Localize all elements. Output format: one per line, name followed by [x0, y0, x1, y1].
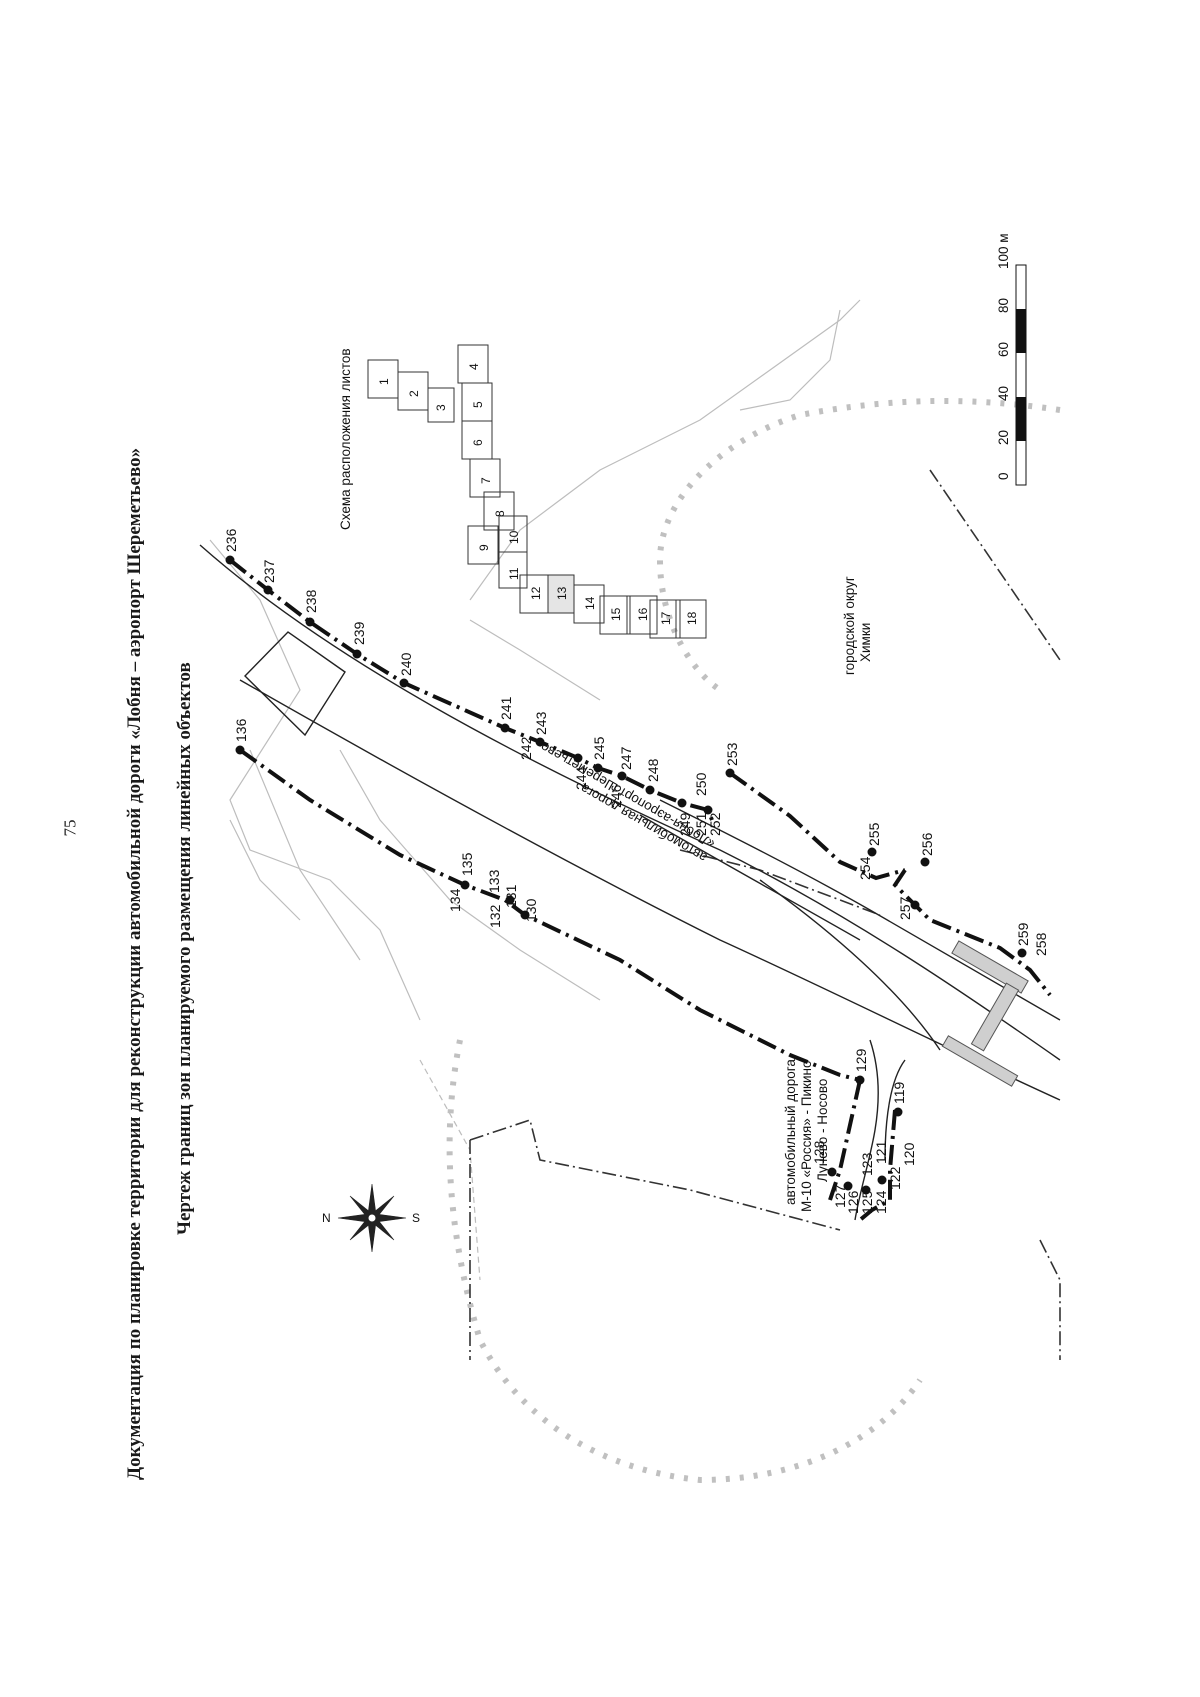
point-label: 243 [533, 711, 549, 735]
svg-text:5: 5 [471, 401, 485, 408]
svg-text:2: 2 [407, 390, 421, 397]
point-label: 121 [873, 1140, 889, 1164]
compass-rose: N S [322, 1183, 420, 1253]
road-edges [199, 544, 1061, 1221]
svg-text:4: 4 [467, 363, 481, 370]
svg-text:0: 0 [996, 472, 1011, 480]
svg-text:3: 3 [434, 404, 448, 411]
point-label: 130 [523, 898, 539, 922]
point-label: 127 [832, 1184, 848, 1208]
point-label: 241 [498, 696, 514, 720]
point-label: 131 [503, 884, 519, 908]
svg-text:9: 9 [477, 544, 491, 551]
point-label: 244 [573, 766, 589, 790]
district-label: городской округ Химки [842, 576, 873, 675]
district-boundary-arc [656, 397, 1061, 693]
svg-text:Лунево - Носово: Лунево - Носово [815, 1079, 830, 1182]
svg-text:7: 7 [479, 477, 493, 484]
point-label: 255 [866, 822, 882, 846]
point-label: 120 [901, 1142, 917, 1166]
point-label: 252 [707, 812, 723, 836]
background-lines [209, 299, 861, 1281]
point-label: 251 [693, 812, 709, 836]
point-label: 122 [887, 1166, 903, 1190]
svg-text:1: 1 [377, 378, 391, 385]
svg-text:17: 17 [659, 611, 673, 625]
svg-text:12: 12 [529, 586, 543, 600]
svg-text:Химки: Химки [858, 623, 873, 662]
point-label: 246 [608, 784, 624, 808]
scale-bar: 0 20 40 60 80 100 м [996, 233, 1027, 486]
svg-text:18: 18 [685, 611, 699, 625]
point-label: 254 [857, 856, 873, 880]
point-label: 132 [487, 904, 503, 928]
svg-text:автомобильный дорога: автомобильный дорога [783, 1059, 798, 1205]
svg-text:N: N [322, 1211, 331, 1225]
point-label: 259 [1015, 922, 1031, 946]
point-label: 236 [223, 528, 239, 552]
point-label: 119 [891, 1081, 907, 1104]
point-label: 242 [518, 736, 534, 760]
document-subtitle: Чертеж границ зон планируемого размещени… [174, 662, 195, 1235]
point-label: 250 [693, 772, 709, 796]
point-label: 134 [447, 888, 463, 912]
point-label: 123 [859, 1152, 875, 1176]
road-m10-label: автомобильный дорога М-10 «Россия» - Пик… [783, 1059, 830, 1212]
point-label: 253 [724, 742, 740, 766]
point-label: 256 [919, 832, 935, 856]
svg-text:14: 14 [583, 596, 597, 610]
boundary-points [225, 555, 1027, 1195]
point-label: 257 [897, 896, 913, 920]
point-label: 248 [645, 758, 661, 782]
point-label: 237 [261, 559, 277, 583]
point-label: 247 [618, 746, 634, 770]
point-label: 125 [859, 1190, 875, 1214]
hatched-structures [941, 940, 1029, 1087]
point-label: 249 [677, 812, 693, 836]
svg-text:100 м: 100 м [996, 233, 1011, 269]
district-boundary-arc-2 [446, 1039, 923, 1484]
point-label: 135 [459, 852, 475, 876]
point-label: 245 [591, 736, 607, 760]
svg-text:8: 8 [493, 510, 507, 517]
bridge-outline [244, 631, 346, 737]
svg-text:11: 11 [507, 567, 521, 580]
point-label: 238 [303, 589, 319, 613]
svg-text:S: S [412, 1211, 420, 1225]
document-title: Документация по планировке территории дл… [124, 448, 145, 1480]
point-labels: 236 237 238 239 240 241 242 243 244 245 … [223, 528, 1049, 1214]
svg-text:40: 40 [996, 386, 1011, 401]
svg-text:15: 15 [609, 607, 623, 621]
point-label: 239 [351, 621, 367, 645]
point-label: 126 [845, 1190, 861, 1214]
svg-text:6: 6 [471, 439, 485, 446]
svg-text:10: 10 [507, 530, 521, 544]
point-label: 128 [811, 1140, 827, 1164]
svg-text:60: 60 [996, 342, 1011, 357]
svg-text:20: 20 [996, 430, 1011, 445]
svg-text:М-10 «Россия» - Пикино: М-10 «Россия» - Пикино [799, 1061, 814, 1212]
point-label: 136 [233, 718, 249, 742]
point-label: 129 [853, 1048, 869, 1072]
inset-title: Схема расположения листов [338, 348, 353, 530]
sheet-layout-inset: Схема расположения листов 1 2 3 4 [338, 344, 707, 639]
point-label: 133 [486, 869, 502, 893]
svg-text:16: 16 [636, 607, 650, 621]
point-label: 258 [1033, 932, 1049, 956]
point-label: 124 [873, 1190, 889, 1214]
svg-text:городской округ: городской округ [842, 576, 857, 675]
svg-text:13: 13 [555, 586, 569, 600]
svg-text:80: 80 [996, 298, 1011, 313]
point-label: 240 [398, 652, 414, 676]
